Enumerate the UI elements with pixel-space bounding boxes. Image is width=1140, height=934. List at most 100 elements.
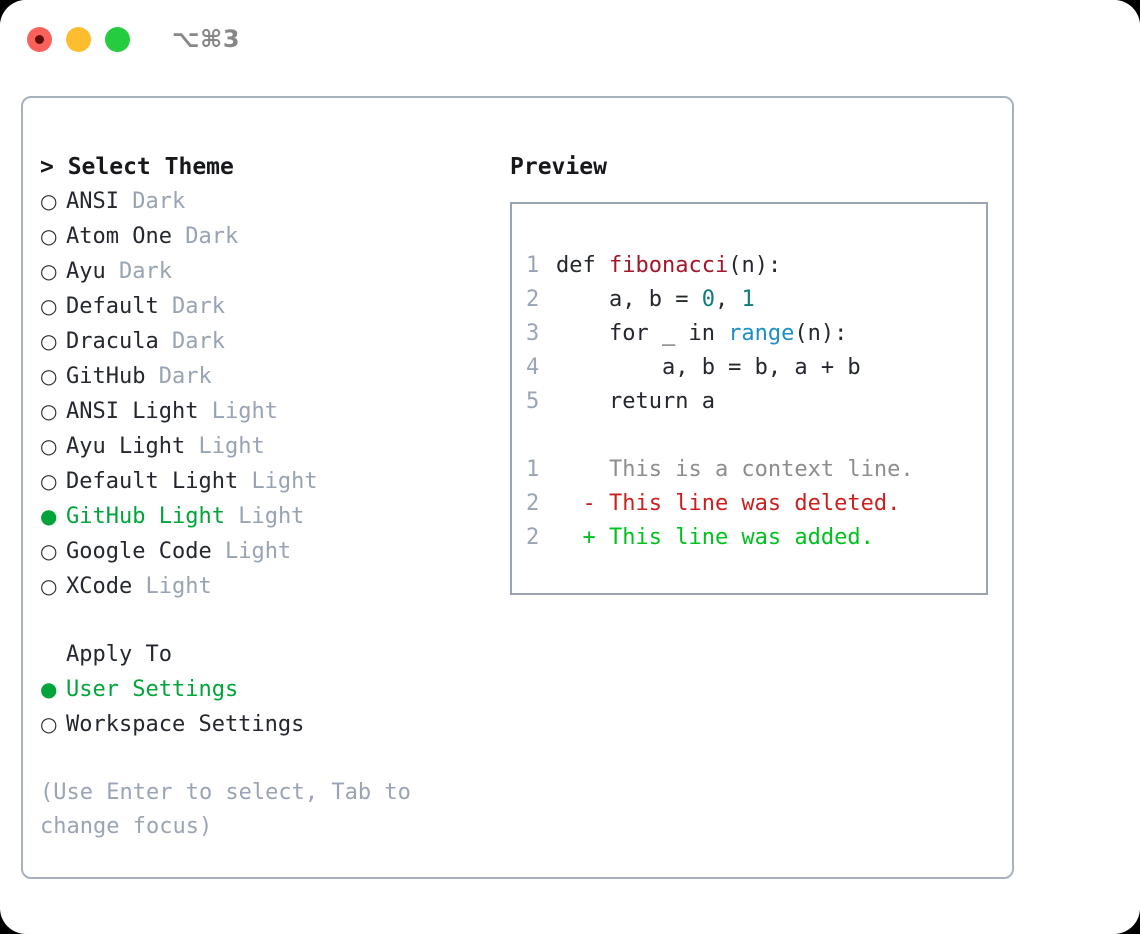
code-token: return a bbox=[556, 389, 715, 414]
keyboard-shortcut-label: ⌥⌘3 bbox=[172, 25, 241, 53]
radio-unselected-icon: ○ bbox=[40, 434, 58, 458]
theme-name: XCode bbox=[66, 574, 133, 599]
theme-name: GitHub Light bbox=[66, 504, 225, 529]
radio-selected-icon: ● bbox=[40, 677, 58, 701]
apply-to-label: Workspace Settings bbox=[66, 712, 305, 737]
theme-option-ansi[interactable]: ○ ANSI Dark bbox=[40, 184, 501, 219]
code-line: 5 return a bbox=[526, 385, 986, 419]
theme-variant-tag: Light bbox=[251, 469, 318, 494]
theme-list[interactable]: ○ANSI Dark○Atom One Dark○Ayu Dark○Defaul… bbox=[40, 184, 501, 604]
code-token: (n): bbox=[728, 253, 782, 278]
main-panel: > Select Theme ○ANSI Dark○Atom One Dark○… bbox=[21, 96, 1014, 879]
apply-to-option-workspace-settings[interactable]: ○Workspace Settings bbox=[40, 707, 501, 742]
theme-variant-tag: Dark bbox=[119, 259, 172, 284]
theme-variant-tag: Light bbox=[238, 504, 305, 529]
code-token: a, b = b, a + b bbox=[556, 355, 861, 380]
theme-name: Ayu Light bbox=[66, 434, 186, 459]
code-text: def fibonacci(n): bbox=[556, 249, 781, 283]
line-number: 3 bbox=[526, 321, 540, 346]
close-button-icon[interactable] bbox=[27, 26, 52, 52]
minimize-button-icon[interactable] bbox=[66, 26, 91, 52]
keyboard-hint-text: (Use Enter to select, Tab to change focu… bbox=[40, 780, 411, 839]
radio-unselected-icon: ○ bbox=[40, 224, 58, 248]
theme-gap bbox=[132, 570, 145, 604]
radio-unselected-icon: ○ bbox=[40, 189, 58, 213]
maximize-button-icon[interactable] bbox=[105, 26, 130, 52]
theme-variant-tag: Dark bbox=[171, 329, 225, 354]
theme-variant-tag: Dark bbox=[132, 189, 186, 214]
diff-line: 2 + This line was added. bbox=[526, 521, 986, 555]
code-line: 2 a, b = 0, 1 bbox=[526, 283, 986, 317]
theme-option-atom-one[interactable]: ○Atom One Dark bbox=[40, 219, 501, 254]
code-token: (n): bbox=[794, 321, 848, 346]
theme-option-google-code[interactable]: ○ Google Code Light bbox=[40, 534, 501, 569]
theme-name: ANSI bbox=[66, 189, 119, 214]
diff-line: 1 This is a context line. bbox=[526, 453, 986, 487]
theme-gap bbox=[159, 325, 172, 359]
preview-spacer bbox=[526, 419, 986, 453]
theme-option-ansi-light[interactable]: ○ ANSI Light Light bbox=[40, 394, 501, 429]
theme-option-ayu-light[interactable]: ○ Ayu Light Light bbox=[40, 429, 501, 464]
theme-gap bbox=[159, 290, 172, 324]
theme-variant-tag: Light bbox=[145, 574, 212, 599]
code-text: return a bbox=[556, 385, 715, 419]
code-text: for _ in range(n): bbox=[556, 317, 847, 351]
code-line: 1 def fibonacci(n): bbox=[526, 249, 986, 283]
apply-to-list[interactable]: ● User Settings ○Workspace Settings bbox=[40, 672, 501, 742]
apply-to-option-user-settings[interactable]: ● User Settings bbox=[40, 672, 501, 707]
diff-sample: 1 This is a context line.2 - This line w… bbox=[526, 453, 986, 555]
theme-option-github-light[interactable]: ● GitHub Light Light bbox=[40, 499, 501, 534]
theme-name: Ayu bbox=[66, 259, 106, 284]
theme-gap bbox=[225, 500, 238, 534]
theme-variant-tag: Light bbox=[224, 539, 292, 564]
line-number: 5 bbox=[526, 389, 540, 414]
traffic-lights bbox=[27, 26, 130, 52]
code-token: for _ in bbox=[556, 321, 729, 346]
theme-gap bbox=[119, 185, 132, 219]
line-number: 1 bbox=[526, 253, 540, 278]
theme-option-default[interactable]: ○ Default Dark bbox=[40, 289, 501, 324]
diff-text: This is a context line. bbox=[556, 457, 914, 482]
radio-unselected-icon: ○ bbox=[40, 294, 58, 318]
title-bar: ⌥⌘3 bbox=[0, 0, 1140, 78]
theme-selection-column: > Select Theme ○ANSI Dark○Atom One Dark○… bbox=[23, 98, 501, 877]
theme-gap bbox=[198, 395, 211, 429]
theme-option-github[interactable]: ○GitHub Dark bbox=[40, 359, 501, 394]
theme-name: ANSI Light bbox=[66, 399, 199, 424]
diff-text: + This line was added. bbox=[556, 525, 874, 550]
theme-variant-tag: Dark bbox=[158, 364, 212, 389]
radio-unselected-icon: ○ bbox=[40, 539, 58, 563]
theme-name: Default bbox=[66, 294, 159, 319]
select-theme-heading: > Select Theme bbox=[40, 154, 234, 180]
radio-unselected-icon: ○ bbox=[40, 469, 58, 493]
line-number: 4 bbox=[526, 355, 540, 380]
code-line: 3 for _ in range(n): bbox=[526, 317, 986, 351]
record-dot-icon bbox=[35, 34, 44, 44]
theme-option-ayu[interactable]: ○Ayu Dark bbox=[40, 254, 501, 289]
theme-name: Google Code bbox=[66, 539, 212, 564]
theme-option-dracula[interactable]: ○Dracula Dark bbox=[40, 324, 501, 359]
theme-option-xcode[interactable]: ○XCode Light bbox=[40, 569, 501, 604]
code-text: a, b = 0, 1 bbox=[556, 283, 755, 317]
line-number: 2 bbox=[526, 287, 540, 312]
theme-name: Default Light bbox=[66, 469, 239, 494]
radio-unselected-icon: ○ bbox=[40, 329, 58, 353]
theme-option-default-light[interactable]: ○ Default Light Light bbox=[40, 464, 501, 499]
code-line: 4 a, b = b, a + b bbox=[526, 351, 986, 385]
apply-to-label: User Settings bbox=[66, 677, 239, 702]
radio-unselected-icon: ○ bbox=[40, 364, 58, 388]
diff-line: 2 - This line was deleted. bbox=[526, 487, 986, 521]
theme-variant-tag: Light bbox=[198, 434, 265, 459]
code-token: 0 bbox=[701, 287, 715, 312]
theme-variant-tag: Dark bbox=[171, 294, 225, 319]
theme-variant-tag: Light bbox=[211, 399, 278, 424]
diff-text: - This line was deleted. bbox=[556, 491, 901, 516]
theme-gap bbox=[185, 430, 198, 464]
radio-selected-icon: ● bbox=[40, 504, 58, 528]
diff-line-number: 2 bbox=[526, 525, 540, 550]
radio-unselected-icon: ○ bbox=[40, 399, 58, 423]
